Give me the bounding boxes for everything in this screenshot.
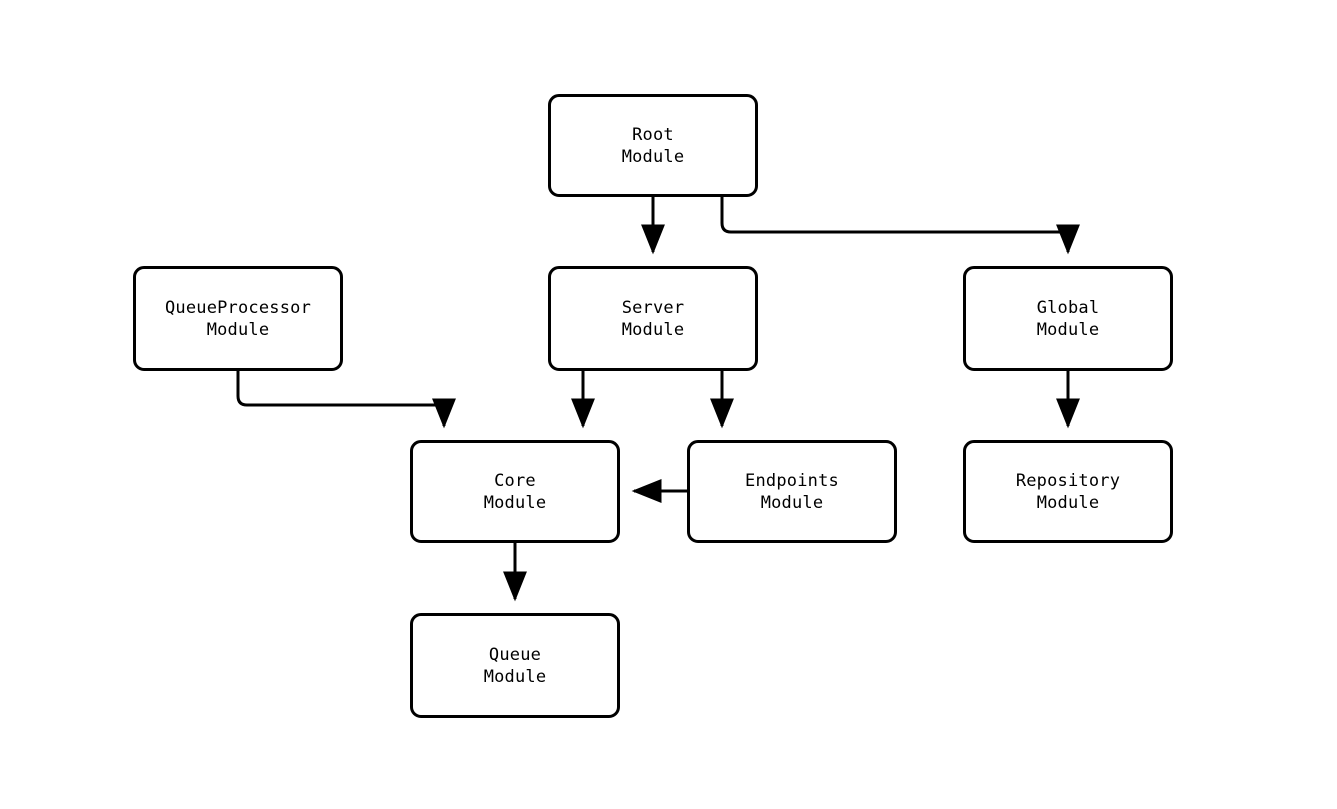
node-queue-module-line1: Queue — [488, 644, 542, 665]
node-queue-module-line2: Module — [483, 666, 547, 687]
node-queueprocessor-module[interactable]: QueueProcessor Module — [133, 266, 343, 371]
node-endpoints-module-line2: Module — [760, 492, 824, 513]
edge-root-to-global — [720, 197, 1080, 255]
edge-queueprocessor-to-core — [236, 371, 456, 429]
node-server-module-line1: Server — [621, 297, 685, 318]
node-repository-module[interactable]: Repository Module — [963, 440, 1173, 543]
node-root-module-line1: Root — [632, 124, 674, 145]
node-core-module-line1: Core — [494, 470, 536, 491]
node-root-module-line2: Module — [621, 146, 685, 167]
node-core-module-line2: Module — [483, 492, 547, 513]
node-server-module[interactable]: Server Module — [548, 266, 758, 371]
node-queueprocessor-module-line2: Module — [206, 319, 270, 340]
node-global-module[interactable]: Global Module — [963, 266, 1173, 371]
node-endpoints-module[interactable]: Endpoints Module — [687, 440, 897, 543]
node-queue-module[interactable]: Queue Module — [410, 613, 620, 718]
node-repository-module-line2: Module — [1036, 492, 1100, 513]
node-server-module-line2: Module — [621, 319, 685, 340]
node-repository-module-line1: Repository — [1015, 470, 1121, 491]
node-global-module-line2: Module — [1036, 319, 1100, 340]
node-endpoints-module-line1: Endpoints — [745, 470, 839, 491]
node-global-module-line1: Global — [1036, 297, 1100, 318]
node-queueprocessor-module-line1: QueueProcessor — [164, 297, 312, 318]
node-root-module[interactable]: Root Module — [548, 94, 758, 197]
node-core-module[interactable]: Core Module — [410, 440, 620, 543]
